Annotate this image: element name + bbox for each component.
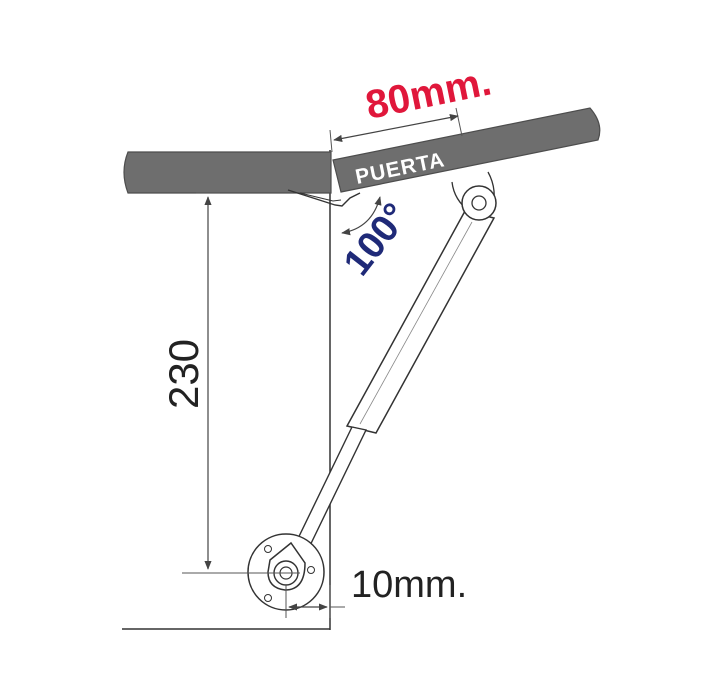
door-offset-label: 80mm. bbox=[362, 59, 495, 127]
opening-angle-label: 100° bbox=[336, 196, 417, 284]
strut-cylinder-highlight bbox=[359, 221, 473, 425]
base-screw-1 bbox=[264, 545, 272, 553]
height-dimension-label: 230 bbox=[160, 339, 207, 409]
cabinet-top-panel bbox=[123, 151, 332, 194]
base-offset-label: 10mm. bbox=[351, 564, 467, 606]
curved-double-arrow-icon bbox=[341, 196, 382, 236]
dim-80-ext-right bbox=[455, 107, 463, 137]
base-screw-3 bbox=[264, 594, 272, 602]
base-screw-2 bbox=[307, 566, 315, 574]
door-panel bbox=[332, 107, 601, 193]
width-arrow-along-door bbox=[333, 114, 459, 142]
top-eyelet-hole bbox=[471, 195, 487, 211]
dim-80-ext-left bbox=[329, 129, 333, 153]
hinge-bracket-inner bbox=[299, 192, 342, 202]
